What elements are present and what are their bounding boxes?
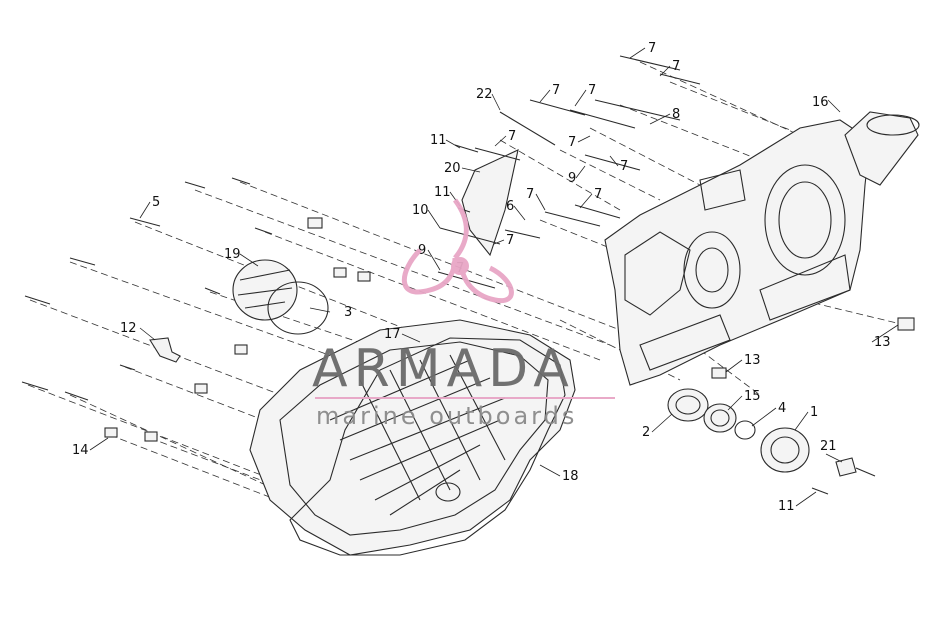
leader-lines [89,47,899,507]
callout-21: 21 [820,439,837,454]
callout-5: 5 [152,195,160,210]
watermark-brand: ARMADA [312,339,575,399]
intake-elbow [844,111,920,186]
callout-7: 7 [620,159,628,174]
callout-4: 4 [778,401,786,416]
callout-7: 7 [594,187,602,202]
watermark-tagline: marine outboards [316,402,577,430]
callout-7: 7 [552,83,560,98]
bearing-1 [760,427,810,473]
callout-9: 9 [418,243,426,258]
callout-7: 7 [672,59,680,74]
callout-7: 7 [526,187,534,202]
callout-20: 20 [444,161,461,176]
oil-seal-2 [667,388,709,422]
o-ring [267,281,329,335]
callout-11: 11 [430,133,447,148]
callout-22: 22 [476,87,493,102]
callout-8: 8 [672,107,680,122]
callout-19: 19 [224,247,241,262]
inspection-cover [232,259,298,321]
brand-watermark: ARMADA marine outboards [312,198,615,430]
callout-16: 16 [812,95,829,110]
fasteners [21,55,915,442]
callout-10: 10 [412,203,429,218]
callout-11: 11 [434,185,451,200]
callout-7: 7 [568,135,576,150]
callout-1: 1 [810,405,818,420]
callout-13: 13 [874,335,891,350]
callout-7: 7 [648,41,656,56]
o-ring-4 [734,420,756,440]
callout-9: 9 [568,171,576,186]
armada-logo-icon [401,198,514,304]
seal-15 [703,403,737,433]
callout-11: 11 [778,499,795,514]
callout-17: 17 [384,327,401,342]
chain-guide [461,149,519,257]
callout-3: 3 [344,305,352,320]
cover-gasket [289,337,566,556]
callout-2: 2 [642,425,650,440]
callout-6: 6 [506,199,514,214]
callout-13: 13 [744,353,761,368]
callout-14: 14 [72,443,89,458]
callout-7: 7 [588,83,596,98]
outer-cover [249,319,576,556]
callout-7: 7 [506,233,514,248]
callout-7: 7 [508,129,516,144]
bracket-21 [811,457,876,495]
callout-18: 18 [562,469,579,484]
callout-15: 15 [744,389,761,404]
callout-12: 12 [120,321,137,336]
crankcase-half [604,119,871,386]
callout-labels: 7 7 16 22 7 7 8 11 7 7 7 20 9 11 7 7 5 1… [72,41,891,514]
